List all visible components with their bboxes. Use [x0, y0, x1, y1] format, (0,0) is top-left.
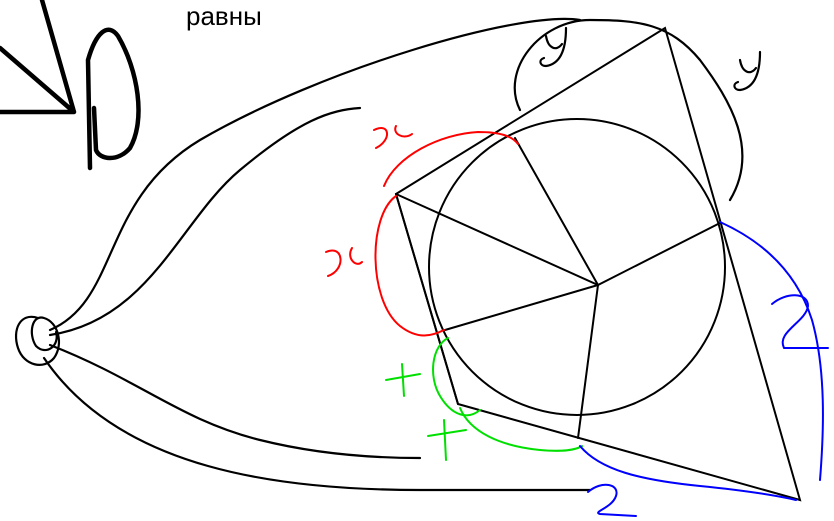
- red-marks: [325, 125, 519, 337]
- green-t-1: [385, 363, 421, 397]
- green-t-2: [427, 419, 467, 461]
- connector-bottom: [42, 356, 592, 492]
- angle-sketch: [0, 0, 77, 115]
- radius-3: [577, 284, 599, 439]
- connector-mid: [48, 106, 362, 337]
- loop-sketch: [85, 27, 141, 171]
- incircle: [428, 118, 726, 416]
- corner-sketch: [0, 0, 141, 171]
- radius-2: [444, 284, 599, 331]
- radius-1: [514, 137, 599, 286]
- red-arc-left: [374, 195, 445, 337]
- y-marks: [513, 18, 762, 202]
- y-arc: [513, 18, 744, 202]
- green-marks: [385, 337, 583, 461]
- y-mark-1: [539, 26, 568, 68]
- green-arc-2: [459, 407, 583, 452]
- red-arc-top: [383, 131, 519, 187]
- blob: [14, 315, 61, 366]
- blue-z-right: [771, 294, 829, 349]
- red-x-left: [325, 247, 363, 277]
- y-mark-2: [733, 50, 762, 92]
- side-left: [395, 193, 459, 405]
- outer-quadrilateral: [394, 26, 802, 502]
- blue-marks: [579, 221, 829, 517]
- blue-arc-bottom: [579, 445, 797, 501]
- connector-top: [48, 17, 582, 332]
- geometry: [394, 26, 802, 502]
- blue-arc-right: [719, 221, 824, 481]
- blue-z-bottom: [587, 483, 637, 517]
- red-x-top: [373, 125, 413, 149]
- inner-polygon: [395, 193, 721, 287]
- black-connectors: [14, 17, 592, 492]
- green-arc-1: [432, 337, 481, 417]
- header-text: равны: [186, 1, 262, 31]
- connector-low: [48, 343, 422, 460]
